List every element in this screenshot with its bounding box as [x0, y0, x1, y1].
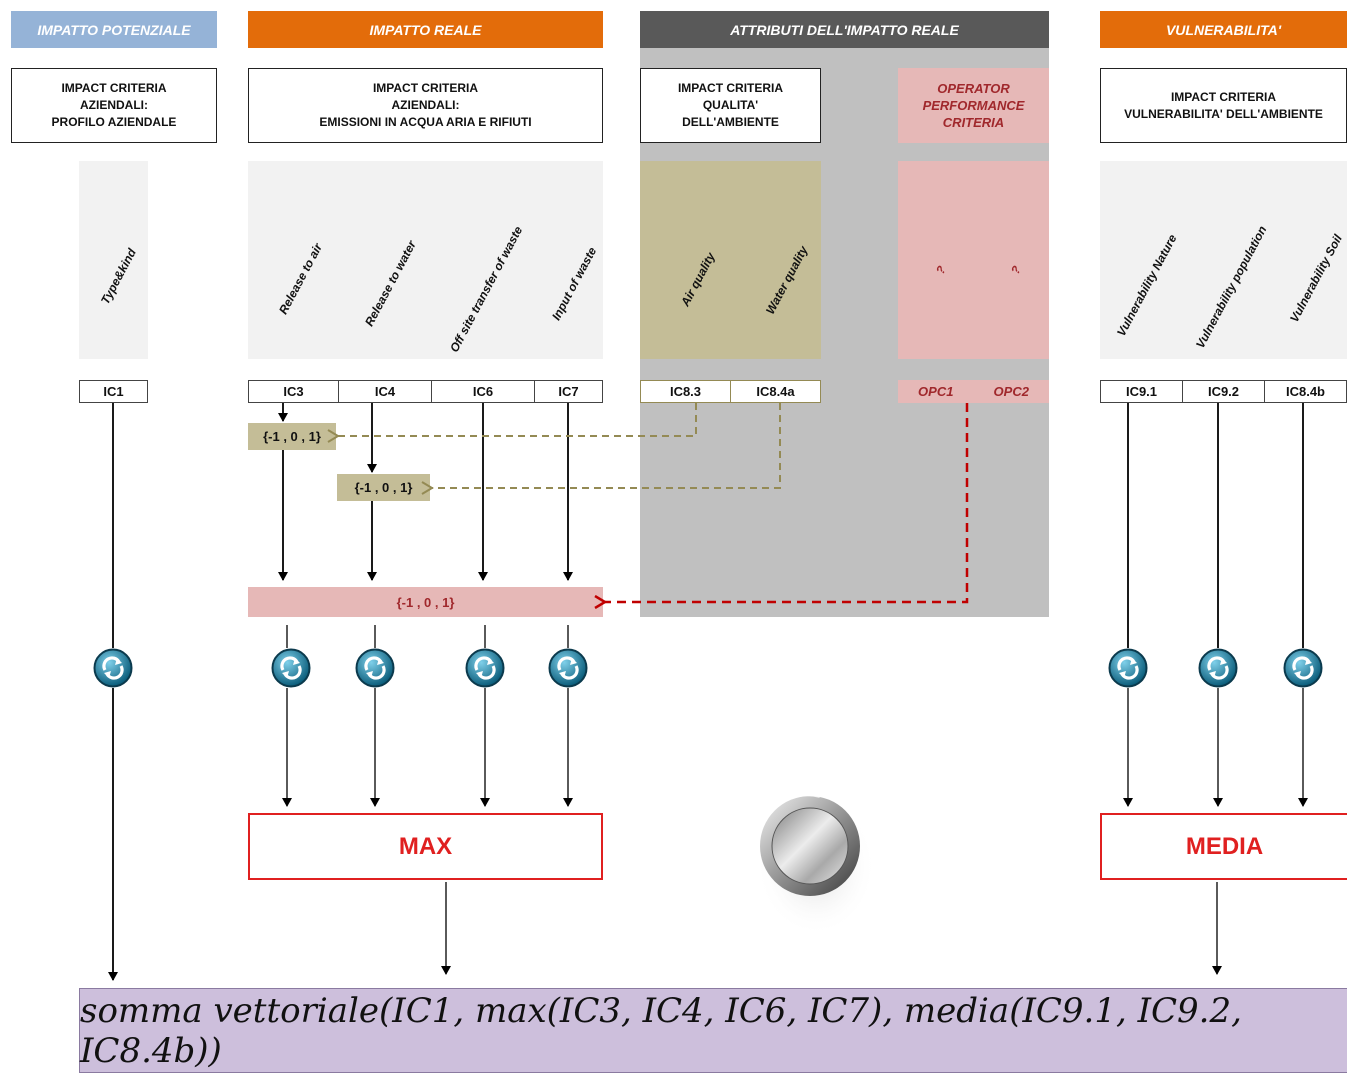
media-aggregator: MEDIA — [1100, 813, 1347, 880]
code-ic3: IC3 — [249, 381, 339, 402]
refresh-cycle-icon — [1198, 648, 1238, 688]
ternary-water: {-1 , 0 , 1} — [337, 474, 430, 501]
code-ic92: IC9.2 — [1183, 381, 1265, 402]
criteria-operator: OPERATOR PERFORMANCE CRITERIA — [898, 68, 1049, 143]
control-knob-icon — [748, 766, 876, 936]
code-opc1: OPC1 — [918, 384, 954, 399]
ternary-air: {-1 , 0 , 1} — [248, 423, 336, 450]
code-ic83: IC8.3 — [641, 381, 731, 402]
header-attributes: ATTRIBUTI DELL'IMPATTO REALE — [640, 11, 1049, 48]
code-row-potential: IC1 — [79, 380, 148, 403]
formula-box: somma vettoriale(IC1, max(IC3, IC4, IC6,… — [79, 988, 1347, 1073]
refresh-cycle-icon — [1108, 648, 1148, 688]
code-ic91: IC9.1 — [1101, 381, 1183, 402]
code-opc2: OPC2 — [993, 384, 1029, 399]
code-ic4: IC4 — [339, 381, 432, 402]
refresh-cycle-icon — [548, 648, 588, 688]
refresh-cycle-icon — [1283, 648, 1323, 688]
code-ic84a: IC8.4a — [756, 384, 795, 399]
max-aggregator: MAX — [248, 813, 603, 880]
panel-env-quality — [640, 161, 821, 359]
criteria-vulnerability: IMPACT CRITERIA VULNERABILITA' DELL'AMBI… — [1100, 68, 1347, 143]
header-potential-impact: IMPATTO POTENZIALE — [11, 11, 217, 48]
panel-potential — [79, 161, 148, 359]
criteria-emissions: IMPACT CRITERIA AZIENDALI: EMISSIONI IN … — [248, 68, 603, 143]
header-vulnerability: VULNERABILITA' — [1100, 11, 1347, 48]
criteria-env-quality: IMPACT CRITERIA QUALITA' DELL'AMBIENTE — [640, 68, 821, 143]
header-real-impact: IMPATTO REALE — [248, 11, 603, 48]
refresh-cycle-icon — [93, 648, 133, 688]
code-row-real: IC3 IC4 IC6 IC7 — [248, 380, 603, 403]
ternary-operator: {-1 , 0 , 1} — [248, 587, 603, 617]
criteria-profile: IMPACT CRITERIA AZIENDALI: PROFILO AZIEN… — [11, 68, 217, 143]
code-ic84b: IC8.4b — [1285, 384, 1325, 399]
code-ic6: IC6 — [432, 381, 535, 402]
panel-real — [248, 161, 603, 359]
code-row-vulnerability: IC9.1 IC9.2 IC8.4b — [1100, 380, 1347, 403]
refresh-cycle-icon — [465, 648, 505, 688]
refresh-cycle-icon — [271, 648, 311, 688]
code-ic7: IC7 — [558, 384, 579, 399]
refresh-cycle-icon — [355, 648, 395, 688]
formula-text: somma vettoriale(IC1, max(IC3, IC4, IC6,… — [80, 990, 1242, 1071]
panel-operator — [898, 161, 1049, 359]
panel-vulnerability — [1100, 161, 1347, 359]
code-row-env-quality: IC8.3 IC8.4a — [640, 380, 821, 403]
code-ic1: IC1 — [103, 384, 124, 399]
code-row-operator: OPC1 OPC2 — [898, 380, 1049, 403]
